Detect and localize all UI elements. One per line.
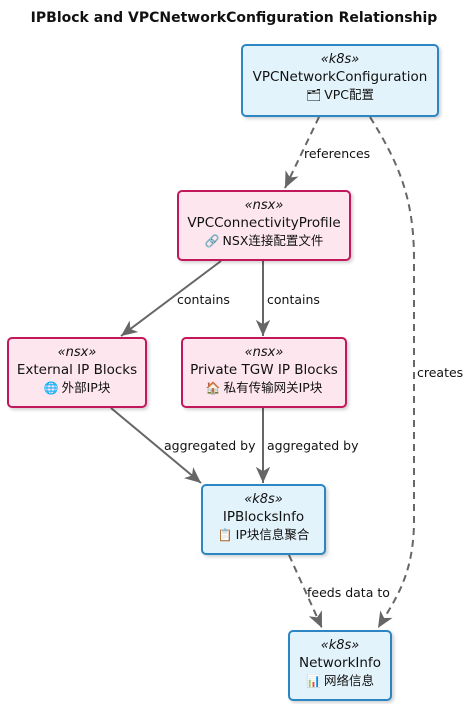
node-subtitle: 私有传输网关IP块 — [223, 380, 323, 395]
globe-icon: 🌐 — [43, 381, 59, 395]
edge-label-aggregated-right: aggregated by — [267, 438, 359, 453]
bar-chart-icon: 📊 — [306, 674, 321, 688]
node-name: IPBlocksInfo — [222, 509, 305, 525]
edge-contains-left — [120, 260, 222, 337]
node-name: NetworkInfo — [299, 655, 381, 671]
node-name: External IP Blocks — [16, 362, 138, 378]
edge-label-creates: creates — [417, 365, 464, 380]
node-name: Private TGW IP Blocks — [190, 362, 338, 378]
diagram-title: IPBlock and VPCNetworkConfiguration Rela… — [30, 10, 438, 26]
edge-aggregated-left — [110, 407, 202, 484]
node-external-ip-blocks[interactable]: «nsx» External IP Blocks 🌐外部IP块 — [7, 337, 147, 408]
stereotype-label: «nsx» — [244, 198, 284, 213]
node-subtitle: 外部IP块 — [61, 380, 111, 395]
edge-feeds — [288, 554, 323, 629]
edge-label-contains-left: contains — [177, 292, 230, 307]
node-vpcnetworkconfiguration[interactable]: «k8s» VPCNetworkConfiguration 🗂VPC配置 — [241, 44, 439, 117]
edge-label-references: references — [304, 146, 371, 161]
folder-icon: 🗂 — [305, 88, 322, 102]
edge-references — [284, 116, 320, 189]
stereotype-label: «k8s» — [320, 52, 360, 67]
edge-label-contains-right: contains — [267, 292, 320, 307]
house-icon: 🏠 — [205, 381, 221, 395]
node-name: VPCConnectivityProfile — [187, 215, 341, 231]
node-subtitle: 网络信息 — [323, 673, 374, 688]
node-ipblocksinfo[interactable]: «k8s» IPBlocksInfo 📋IP块信息聚合 — [201, 484, 326, 555]
node-subtitle: VPC配置 — [324, 87, 375, 102]
stereotype-label: «k8s» — [320, 638, 360, 653]
link-icon: 🔗 — [204, 234, 220, 248]
clipboard-icon: 📋 — [217, 528, 233, 542]
node-networkinfo[interactable]: «k8s» NetworkInfo 📊网络信息 — [288, 630, 392, 701]
node-private-tgw-ip-blocks[interactable]: «nsx» Private TGW IP Blocks 🏠私有传输网关IP块 — [181, 337, 347, 408]
node-name: VPCNetworkConfiguration — [252, 69, 428, 85]
node-subtitle: NSX连接配置文件 — [222, 233, 324, 248]
edge-creates — [369, 116, 415, 629]
edge-label-aggregated-left: aggregated by — [164, 438, 256, 453]
stereotype-label: «nsx» — [244, 345, 284, 360]
node-vpcconnectivityprofile[interactable]: «nsx» VPCConnectivityProfile 🔗NSX连接配置文件 — [177, 190, 351, 261]
stereotype-label: «nsx» — [57, 345, 97, 360]
node-subtitle: IP块信息聚合 — [235, 527, 310, 542]
edge-label-feeds: feeds data to — [307, 585, 390, 600]
stereotype-label: «k8s» — [244, 492, 283, 507]
